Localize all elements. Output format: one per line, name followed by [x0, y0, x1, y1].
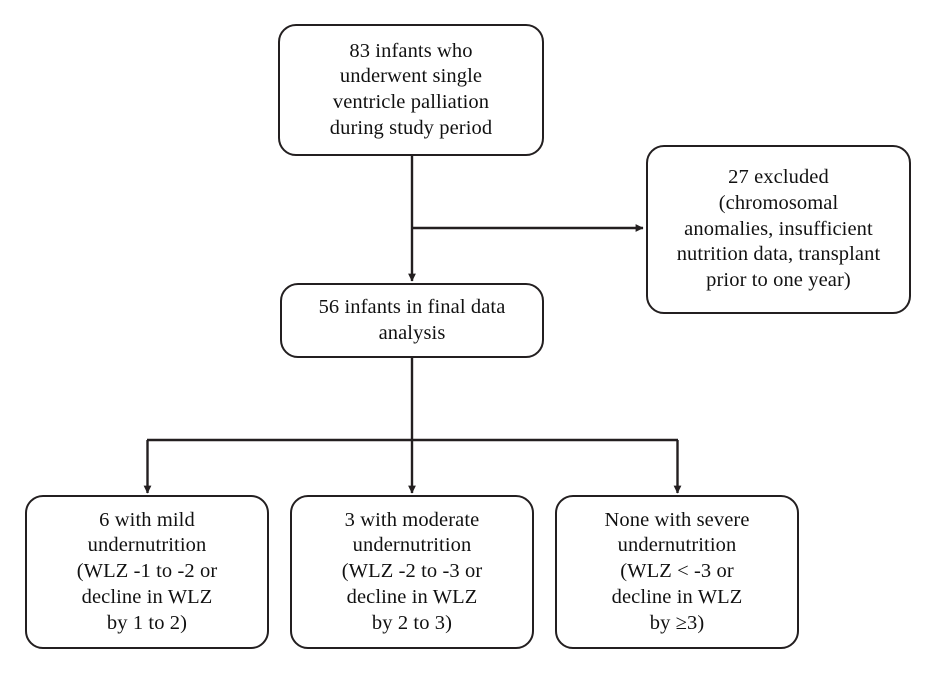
- node-mild-undernutrition: 6 with mild undernutrition (WLZ -1 to -2…: [25, 495, 269, 649]
- node-moderate-undernutrition: 3 with moderate undernutrition (WLZ -2 t…: [290, 495, 534, 649]
- node-enrolled-cohort-label: 83 infants who underwent single ventricl…: [329, 39, 493, 139]
- node-severe-undernutrition: None with severe undernutrition (WLZ < -…: [555, 495, 799, 649]
- node-analyzed-cohort: 56 infants in final data analysis: [280, 283, 544, 358]
- node-severe-undernutrition-label: None with severe undernutrition (WLZ < -…: [604, 508, 750, 634]
- node-moderate-undernutrition-label: 3 with moderate undernutrition (WLZ -2 t…: [341, 508, 483, 634]
- node-excluded-cohort: 27 excluded (chromosomal anomalies, insu…: [646, 145, 911, 314]
- node-analyzed-cohort-label: 56 infants in final data analysis: [318, 295, 506, 344]
- node-enrolled-cohort: 83 infants who underwent single ventricl…: [278, 24, 544, 156]
- node-mild-undernutrition-label: 6 with mild undernutrition (WLZ -1 to -2…: [76, 508, 218, 634]
- node-excluded-cohort-label: 27 excluded (chromosomal anomalies, insu…: [676, 166, 881, 292]
